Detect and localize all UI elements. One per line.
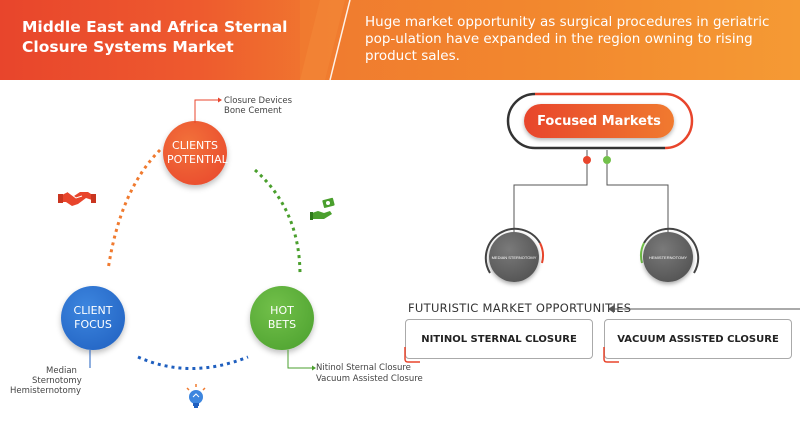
- client-focus-item-1: Median: [46, 366, 77, 376]
- header-left-band: [0, 0, 330, 80]
- dotted-arcs: [106, 148, 302, 370]
- client-focus-circle: CLIENT FOCUS: [61, 286, 125, 350]
- focused-markets-pill: Focused Markets: [524, 104, 674, 138]
- client-focus-connector: [89, 350, 91, 368]
- header-divider: [300, 0, 351, 80]
- median-sternotomy-ring: [484, 227, 544, 274]
- box-accents: [404, 347, 619, 363]
- futuristic-title: FUTURISTIC MARKET OPPORTUNITIES: [408, 301, 632, 315]
- client-focus-item-3: Hemisternotomy: [10, 386, 82, 396]
- clients-potential-item-2: Bone Cement: [224, 106, 282, 116]
- median-sternotomy-label: MEDIAN STERNOTOMY: [491, 254, 537, 260]
- client-focus-label: CLIENT FOCUS: [73, 304, 113, 331]
- hot-bets-circle: HOT BETS: [250, 286, 314, 350]
- clients-potential-item-1: Closure Devices: [224, 96, 293, 106]
- page-title: Middle East and Africa Sternal Closure S…: [22, 18, 288, 56]
- hot-bets-item-1: Nitinol Sternal Closure: [316, 363, 411, 373]
- clients-potential-label: CLIENTS POTENTIAL: [167, 139, 228, 166]
- hot-bets-label: HOT BETS: [267, 304, 297, 331]
- hemisternotomy-label: HEMISTERNOTOMY: [648, 254, 688, 260]
- header-right-band: [300, 0, 800, 80]
- hot-bets-connector: [287, 350, 316, 371]
- nitinol-box: NITINOL STERNAL CLOSURE: [405, 319, 593, 359]
- clients-potential-connector: [194, 97, 222, 123]
- focused-markets-tree: [513, 150, 669, 232]
- header-description: Huge market opportunity as surgical proc…: [365, 14, 770, 64]
- handshake-icon: [58, 191, 96, 206]
- median-sternotomy-circle: MEDIAN STERNOTOMY: [489, 232, 539, 282]
- focused-markets-frame: [506, 92, 694, 150]
- futuristic-arrow: [608, 305, 800, 313]
- client-focus-item-2: Sternotomy: [32, 376, 82, 386]
- hot-bets-item-2: Vacuum Assisted Closure: [316, 374, 423, 384]
- hand-money-icon: [310, 197, 335, 220]
- hemisternotomy-ring: [640, 227, 700, 274]
- lightbulb-icon: [186, 384, 206, 408]
- vacuum-box: VACUUM ASSISTED CLOSURE: [604, 319, 792, 359]
- hemisternotomy-circle: HEMISTERNOTOMY: [643, 232, 693, 282]
- clients-potential-circle: CLIENTS POTENTIAL: [163, 121, 228, 185]
